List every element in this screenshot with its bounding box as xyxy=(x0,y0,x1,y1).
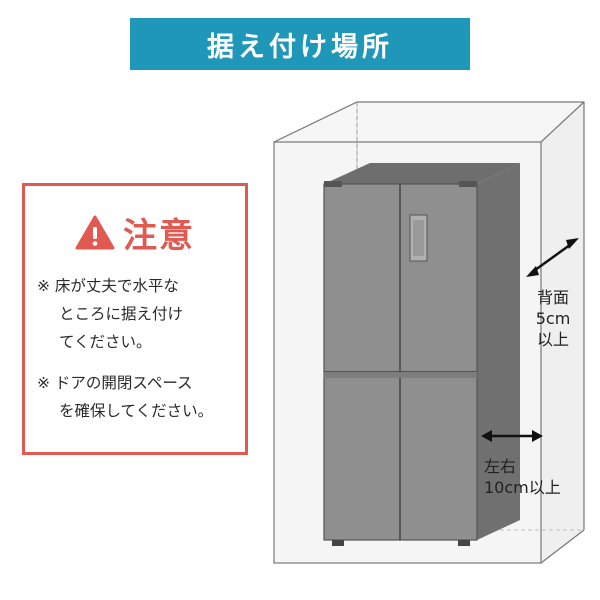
double-arrow-icon xyxy=(526,238,579,277)
caution-header: 注意 xyxy=(25,208,245,257)
back-label-line: 5cm xyxy=(535,309,571,328)
note-line: てください。 xyxy=(59,333,152,351)
back-clearance-label: 背面 5cm 以上 xyxy=(528,287,578,350)
note-line: ※ 床が丈夫で水平な xyxy=(37,277,179,295)
caution-note-door-space: ※ ドアの開閉スペース を確保してください。 xyxy=(37,369,252,425)
refrigerator xyxy=(323,163,520,546)
side-label-line: 10cm以上 xyxy=(484,478,561,497)
caution-note-floor: ※ 床が丈夫で水平な ところに据え付け てください。 xyxy=(37,272,252,356)
note-line: を確保してください。 xyxy=(59,402,214,420)
note-line: ※ ドアの開閉スペース xyxy=(37,374,193,392)
caution-box: 注意 ※ 床が丈夫で水平な ところに据え付け てください。 ※ ドアの開閉スペー… xyxy=(22,183,248,455)
side-label-line: 左右 xyxy=(484,457,517,476)
page-title: 据え付け場所 xyxy=(207,31,393,63)
side-clearance-label: 左右 10cm以上 xyxy=(484,456,590,498)
title-banner: 据え付け場所 xyxy=(130,18,470,70)
back-label-line: 以上 xyxy=(536,330,569,349)
warning-triangle-icon xyxy=(75,215,115,249)
note-line: ところに据え付け xyxy=(59,305,184,323)
double-arrow-icon xyxy=(481,430,543,442)
back-label-line: 背面 xyxy=(536,288,569,307)
caution-title: 注意 xyxy=(123,216,195,256)
